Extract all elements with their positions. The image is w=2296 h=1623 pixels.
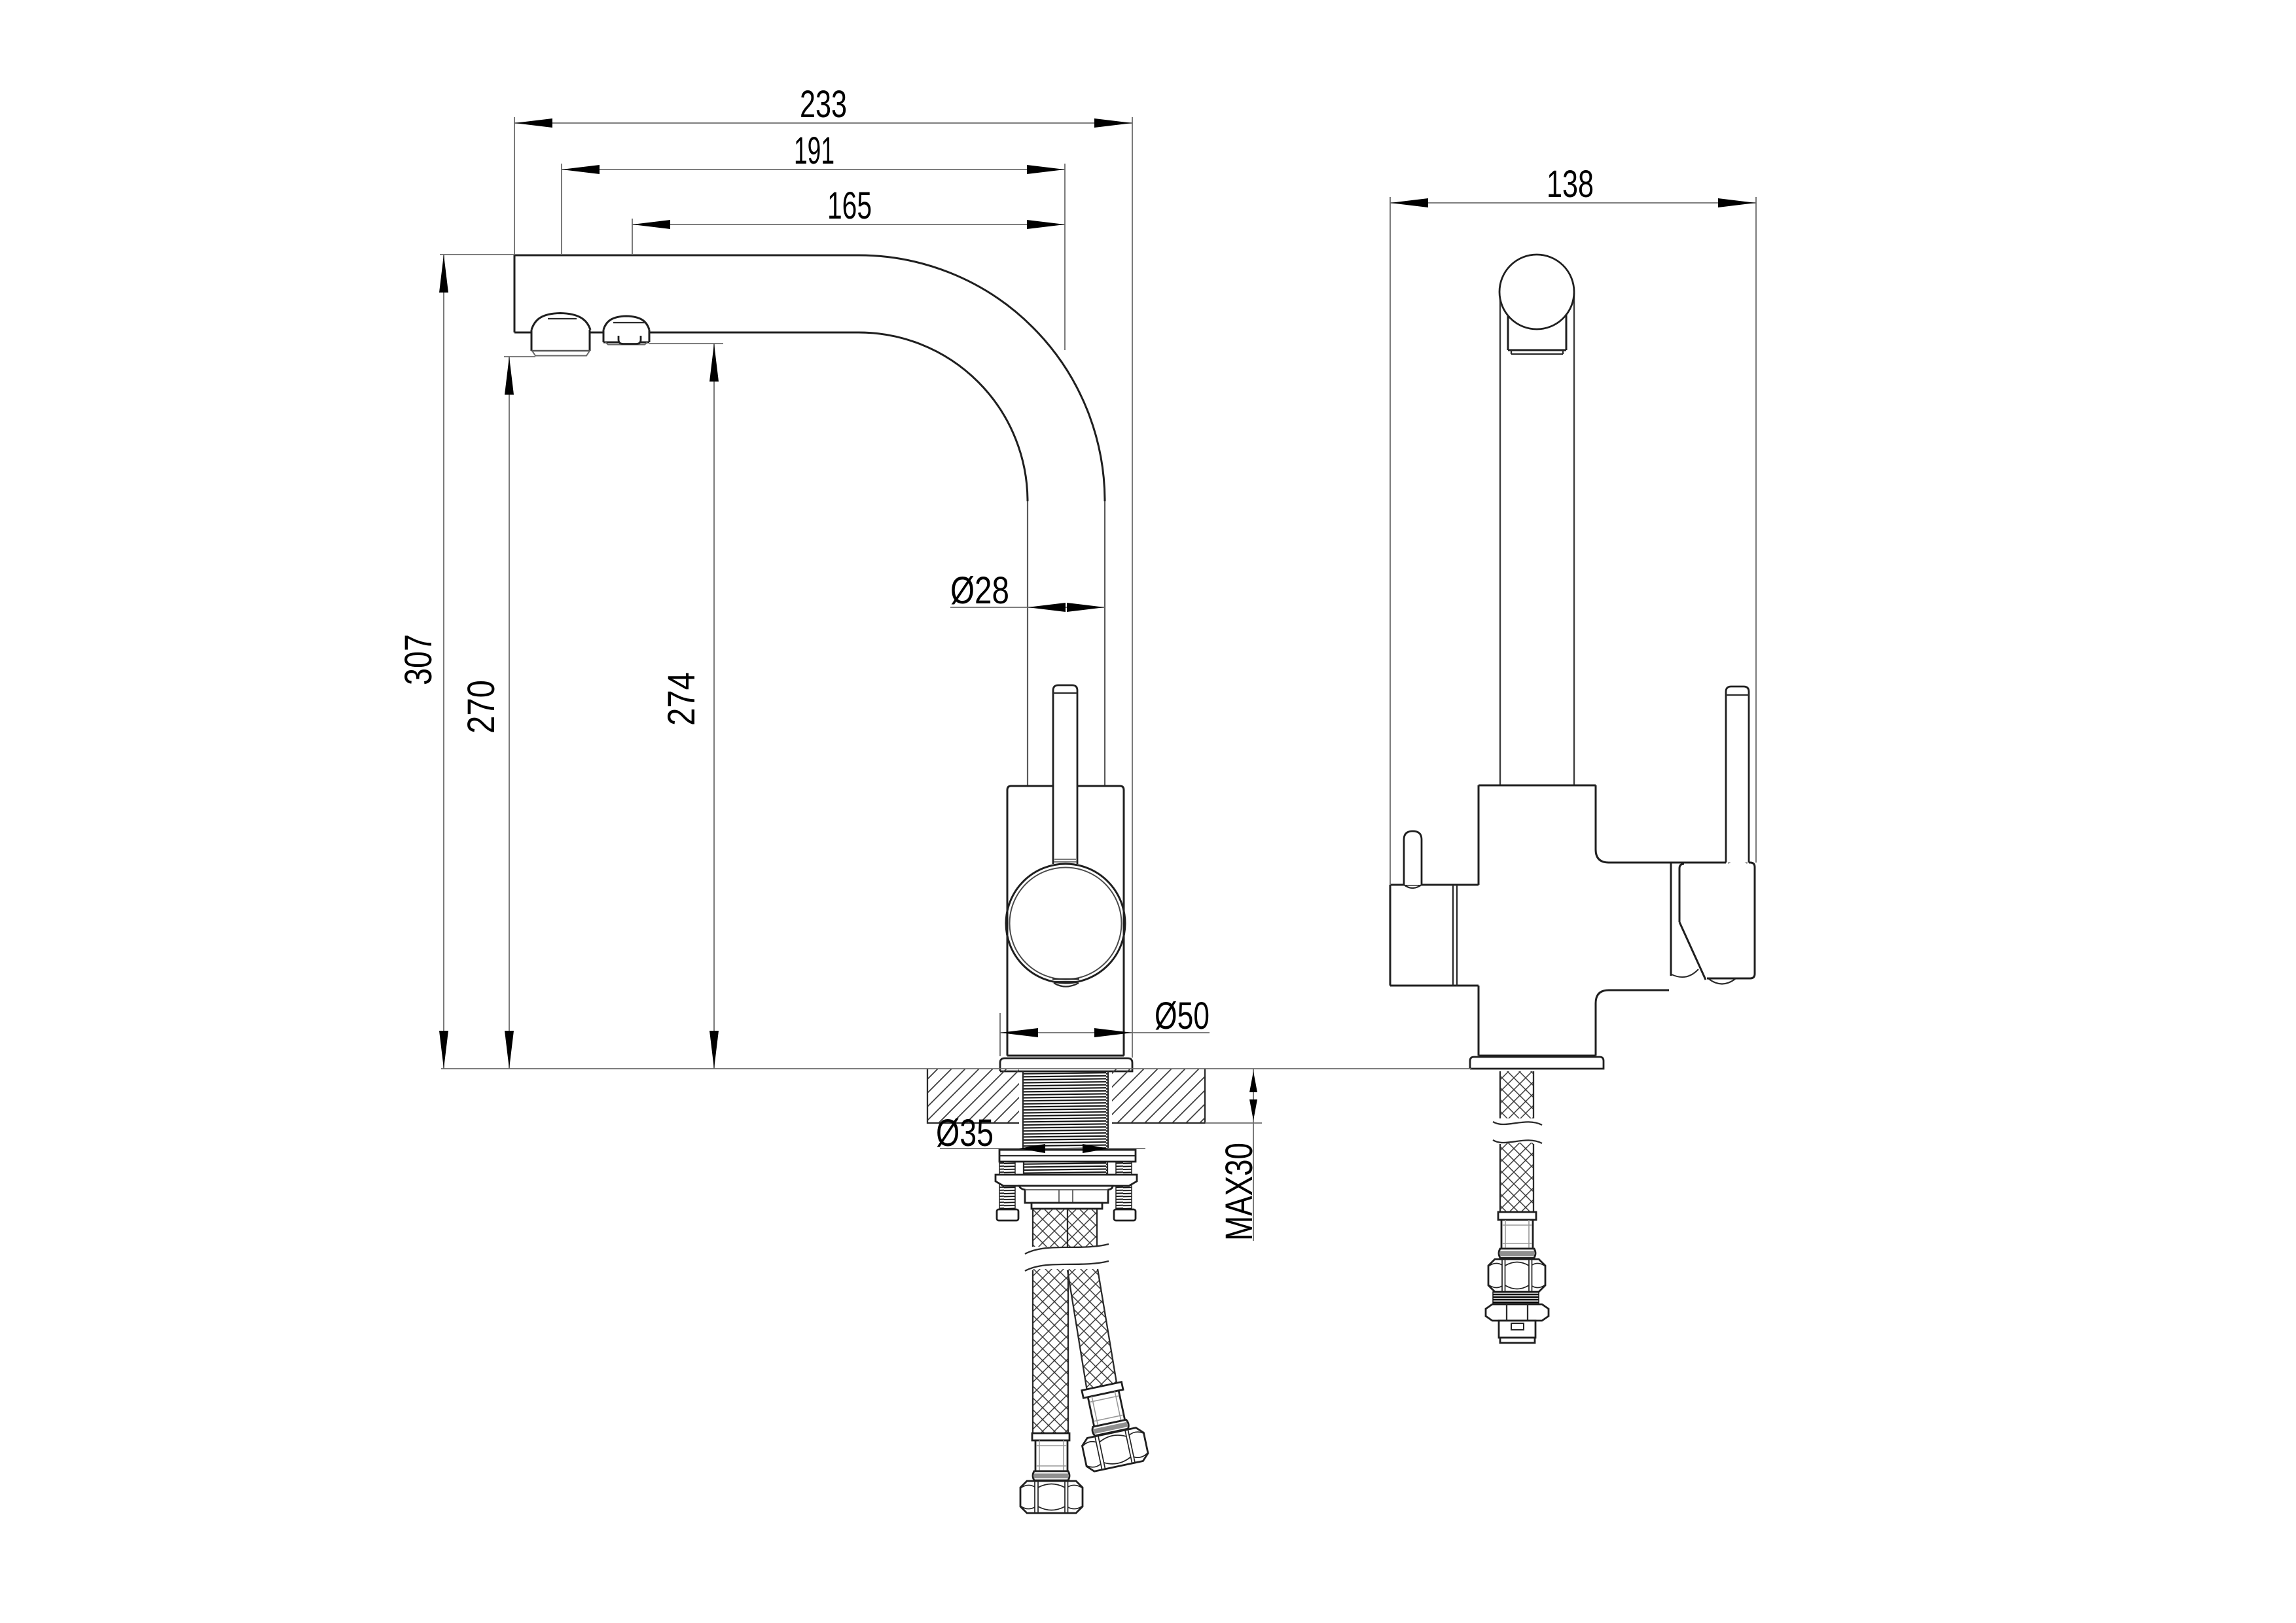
svg-text:165: 165 bbox=[827, 185, 872, 227]
svg-text:270: 270 bbox=[460, 680, 503, 734]
svg-text:Ø35: Ø35 bbox=[936, 1112, 994, 1154]
svg-text:233: 233 bbox=[800, 83, 847, 126]
svg-text:307: 307 bbox=[397, 634, 440, 685]
svg-text:Ø28: Ø28 bbox=[950, 569, 1009, 612]
svg-text:MAX30: MAX30 bbox=[1218, 1143, 1261, 1241]
svg-text:138: 138 bbox=[1547, 163, 1594, 205]
svg-text:191: 191 bbox=[794, 130, 834, 172]
svg-text:Ø50: Ø50 bbox=[1155, 995, 1210, 1037]
svg-text:274: 274 bbox=[660, 672, 703, 726]
